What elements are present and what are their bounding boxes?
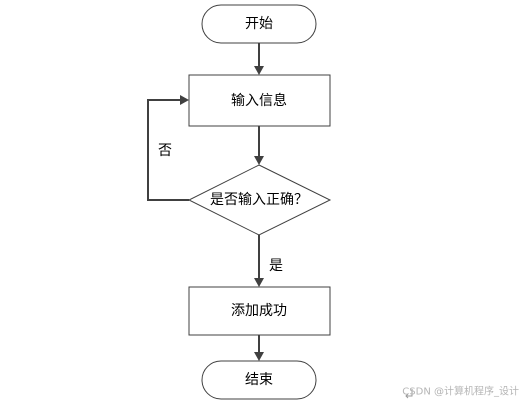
edge-success-to-end — [254, 335, 264, 361]
edge-no-loop: 否 — [147, 95, 189, 201]
end-node-label: 结束 — [245, 372, 273, 388]
arrowhead-icon — [254, 66, 264, 75]
edge-no-label: 否 — [158, 143, 172, 159]
start-node-label: 开始 — [245, 16, 273, 32]
edge-yes: 是 — [254, 235, 283, 287]
success-node: 添加成功 — [188, 286, 331, 336]
start-node: 开始 — [201, 4, 317, 44]
return-mark-icon — [406, 389, 413, 397]
success-node-label: 添加成功 — [231, 303, 287, 319]
input-node: 输入信息 — [188, 74, 331, 127]
check-decision-node: 是否输入正确？ — [187, 164, 332, 236]
arrowhead-icon — [254, 352, 264, 361]
watermark-text: CSDN @计算机程序_设计 — [402, 385, 519, 398]
arrowhead-icon — [254, 156, 264, 165]
end-node: 结束 — [201, 360, 317, 400]
arrowhead-icon — [254, 278, 264, 287]
input-node-label: 输入信息 — [231, 92, 287, 109]
return-mark-arrow-icon — [405, 393, 409, 399]
edge-start-to-input — [254, 43, 264, 75]
watermark: CSDN @计算机程序_设计 — [402, 385, 519, 399]
edge-yes-label: 是 — [269, 258, 283, 274]
edge-input-to-check — [254, 126, 264, 165]
arrowhead-icon — [180, 95, 189, 105]
check-decision-label: 是否输入正确？ — [210, 192, 308, 208]
